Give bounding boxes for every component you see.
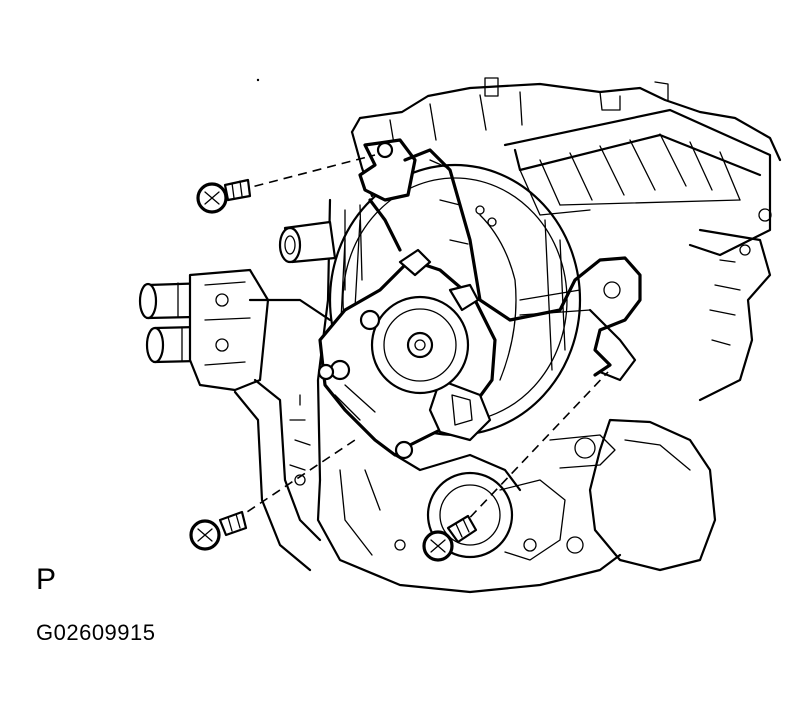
screw-upper-left <box>196 154 376 214</box>
screw-lower-center <box>422 371 609 562</box>
mounting-bracket <box>358 138 642 382</box>
heater-pipes <box>138 220 337 572</box>
figure-code: G02609915 <box>36 620 156 645</box>
view-letter: P <box>36 563 57 596</box>
damper-servo-motor <box>317 248 522 492</box>
screw-lower-left <box>189 439 356 551</box>
heater-unit-housing <box>289 77 782 594</box>
